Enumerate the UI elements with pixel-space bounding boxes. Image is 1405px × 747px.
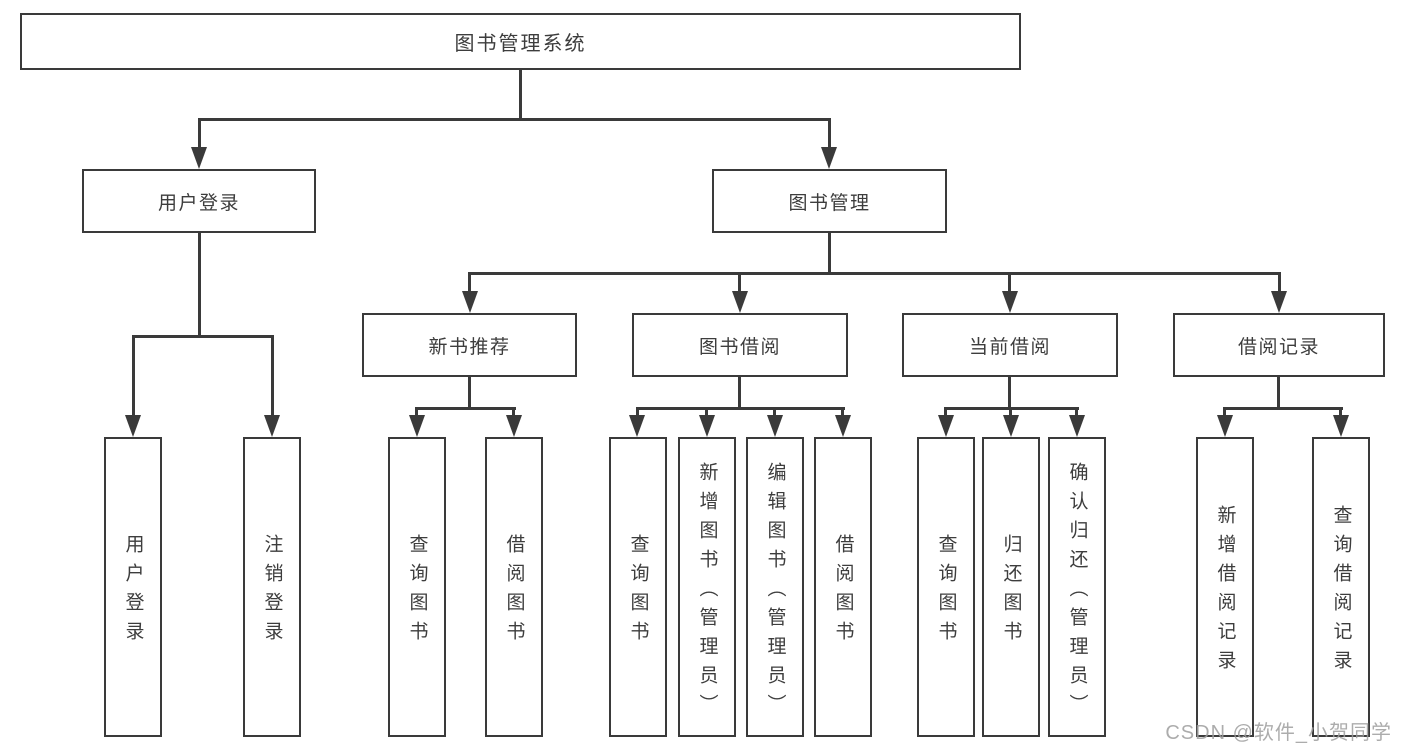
connector-line <box>828 233 831 272</box>
node-recommend-2: 借阅图书 <box>485 437 543 737</box>
node-login: 用户登录 <box>82 169 316 233</box>
connector-line <box>1075 407 1078 418</box>
arrowhead-down-icon <box>1333 415 1349 437</box>
connector-line <box>468 377 471 407</box>
node-borrowing-4: 借阅图书 <box>814 437 872 737</box>
node-label: 查询图书 <box>935 534 957 650</box>
node-borrowing-1: 查询图书 <box>609 437 667 737</box>
arrowhead-down-icon <box>1217 415 1233 437</box>
connector-line <box>519 70 522 118</box>
node-borrowing-2: 新增图书（管理员） <box>678 437 736 737</box>
arrowhead-down-icon <box>1003 415 1019 437</box>
node-mgmt: 图书管理 <box>712 169 947 233</box>
connector-line <box>198 233 201 335</box>
arrowhead-down-icon <box>835 415 851 437</box>
arrowhead-down-icon <box>125 415 141 437</box>
connector-line <box>132 335 274 338</box>
connector-line <box>415 407 516 410</box>
arrowhead-down-icon <box>629 415 645 437</box>
node-label: 用户登录 <box>122 534 144 650</box>
node-login-1: 用户登录 <box>104 437 162 737</box>
node-label: 用户登录 <box>157 192 240 214</box>
connector-line <box>705 407 708 418</box>
node-label: 新增图书（管理员） <box>696 461 718 723</box>
arrowhead-down-icon <box>699 415 715 437</box>
arrowhead-down-icon <box>264 415 280 437</box>
connector-line <box>1009 407 1012 418</box>
connector-line <box>132 335 135 417</box>
arrowhead-down-icon <box>462 291 478 313</box>
node-label: 查询借阅记录 <box>1330 505 1352 679</box>
node-label: 借阅记录 <box>1237 336 1320 358</box>
node-recommend-1: 查询图书 <box>388 437 446 737</box>
connector-line <box>1008 377 1011 407</box>
node-label: 借阅图书 <box>503 534 525 650</box>
connector-line <box>1339 407 1342 418</box>
node-recommend: 新书推荐 <box>362 313 577 377</box>
node-label: 确认归还（管理员） <box>1066 461 1088 723</box>
arrowhead-down-icon <box>732 291 748 313</box>
node-label: 当前借阅 <box>968 336 1051 358</box>
arrowhead-down-icon <box>1069 415 1085 437</box>
node-records-1: 新增借阅记录 <box>1196 437 1254 737</box>
node-label: 查询图书 <box>406 534 428 650</box>
arrowhead-down-icon <box>506 415 522 437</box>
node-current-2: 归还图书 <box>982 437 1040 737</box>
node-label: 注销登录 <box>261 534 283 650</box>
connector-line <box>738 272 741 292</box>
connector-line <box>198 118 201 149</box>
connector-line <box>738 377 741 407</box>
connector-line <box>773 407 776 418</box>
connector-line <box>636 407 845 410</box>
arrowhead-down-icon <box>409 415 425 437</box>
connector-line <box>944 407 947 418</box>
node-label: 图书借阅 <box>698 336 781 358</box>
node-current-3: 确认归还（管理员） <box>1048 437 1106 737</box>
connector-line <box>1277 377 1280 407</box>
connector-line <box>841 407 844 418</box>
connector-line <box>468 272 1281 275</box>
connector-line <box>198 118 831 121</box>
node-label: 图书管理系统 <box>454 33 587 55</box>
arrowhead-down-icon <box>1271 291 1287 313</box>
node-borrowing: 图书借阅 <box>632 313 848 377</box>
node-label: 编辑图书（管理员） <box>764 461 786 723</box>
arrowhead-down-icon <box>821 147 837 169</box>
node-root: 图书管理系统 <box>20 13 1021 70</box>
node-label: 新增借阅记录 <box>1214 505 1236 679</box>
connector-line <box>1008 272 1011 292</box>
arrowhead-down-icon <box>191 147 207 169</box>
connector-line <box>1223 407 1226 418</box>
connector-line <box>1278 272 1281 292</box>
connector-line <box>415 407 418 418</box>
node-label: 查询图书 <box>627 534 649 650</box>
node-label: 借阅图书 <box>832 534 854 650</box>
arrowhead-down-icon <box>938 415 954 437</box>
node-label: 新书推荐 <box>428 336 511 358</box>
connector-line <box>1223 407 1343 410</box>
csdn-watermark: CSDN @软件_小贺同学 <box>1165 722 1392 744</box>
node-records-2: 查询借阅记录 <box>1312 437 1370 737</box>
node-label: 图书管理 <box>788 192 871 214</box>
arrowhead-down-icon <box>767 415 783 437</box>
node-records: 借阅记录 <box>1173 313 1385 377</box>
node-borrowing-3: 编辑图书（管理员） <box>746 437 804 737</box>
node-current-1: 查询图书 <box>917 437 975 737</box>
node-login-2: 注销登录 <box>243 437 301 737</box>
node-label: 归还图书 <box>1000 534 1022 650</box>
connector-line <box>271 335 274 417</box>
connector-line <box>468 272 471 292</box>
arrowhead-down-icon <box>1002 291 1018 313</box>
connector-line <box>828 118 831 149</box>
node-current: 当前借阅 <box>902 313 1118 377</box>
connector-line <box>512 407 515 418</box>
connector-line <box>636 407 639 418</box>
